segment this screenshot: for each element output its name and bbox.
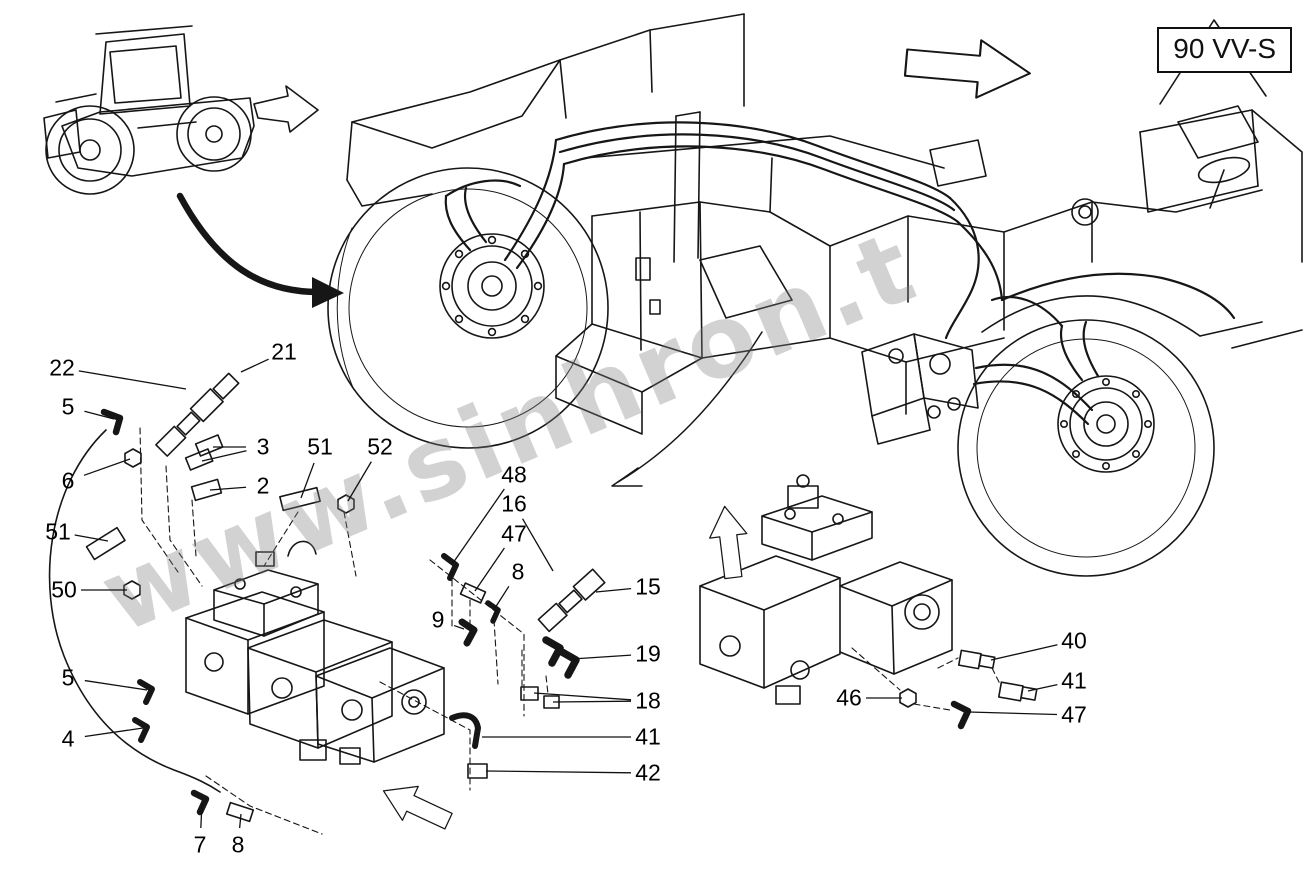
leader-line: [1027, 683, 1058, 692]
thumbnail-machine: [43, 25, 255, 195]
callout-4: 4: [61, 725, 75, 752]
leader-line: [201, 450, 247, 462]
thumbnail-direction-arrow: [253, 85, 319, 133]
callout-5: 5: [61, 664, 75, 691]
leader-line: [474, 547, 505, 592]
leader-line: [240, 358, 269, 373]
callout-51: 51: [307, 433, 333, 460]
callout-15: 15: [635, 573, 661, 600]
callout-42: 42: [635, 759, 661, 786]
leader-line: [552, 700, 632, 703]
leader-line: [595, 587, 632, 593]
callout-16: 16: [501, 490, 527, 517]
leader-line: [84, 410, 115, 420]
pointer-arrow: [176, 192, 344, 308]
right-pump-assembly: [699, 474, 953, 705]
leader-line: [347, 461, 372, 502]
model-label: 90 VV-S: [1173, 33, 1276, 64]
chassis-frame: [346, 13, 1303, 435]
rear-drum: [957, 319, 1215, 577]
leader-line: [200, 802, 203, 829]
leader-line: [84, 727, 144, 738]
dashed-assembly-lines: [139, 427, 1001, 835]
leader-line: [494, 585, 510, 609]
callout-47: 47: [1061, 701, 1087, 728]
callout-2: 2: [256, 472, 270, 499]
leader-line: [74, 534, 109, 542]
callout-8: 8: [511, 558, 525, 585]
front-drum: [327, 167, 609, 449]
callout-41: 41: [1061, 667, 1087, 694]
leader-line: [521, 518, 554, 572]
left-pump-assembly: [185, 540, 445, 765]
callout-21: 21: [271, 338, 297, 365]
hydraulic-hoses: [444, 121, 1236, 487]
direction-arrow-mid: [709, 505, 748, 580]
callout-40: 40: [1061, 627, 1087, 654]
callout-48: 48: [501, 461, 527, 488]
leader-line: [238, 813, 242, 829]
fittings: [85, 372, 1038, 823]
direction-arrow-bottom: [382, 785, 453, 830]
leader-line: [78, 370, 187, 390]
callout-3: 3: [256, 433, 270, 460]
leader-line: [968, 711, 1058, 716]
hose-loop: [48, 429, 221, 793]
callout-46: 46: [836, 684, 862, 711]
model-label-box: 90 VV-S: [1157, 27, 1292, 73]
leader-line: [571, 654, 632, 660]
callout-6: 6: [61, 467, 75, 494]
callout-5: 5: [61, 393, 75, 420]
leader-line: [83, 458, 131, 476]
callout-19: 19: [635, 640, 661, 667]
leader-line: [209, 486, 247, 491]
callout-8: 8: [231, 831, 245, 858]
direction-arrows: [382, 39, 1031, 830]
callout-7: 7: [193, 831, 207, 858]
callout-9: 9: [431, 606, 445, 633]
callout-18: 18: [635, 687, 661, 714]
callout-47: 47: [501, 520, 527, 547]
callout-22: 22: [49, 354, 75, 381]
leader-line: [452, 488, 505, 564]
callout-52: 52: [367, 433, 393, 460]
leader-line: [990, 644, 1058, 661]
center-pump-assembly: [861, 333, 979, 445]
callout-50: 50: [51, 576, 77, 603]
leader-line: [300, 462, 315, 499]
direction-arrow-top-right: [903, 39, 1031, 99]
leader-line: [533, 692, 632, 701]
leader-line: [84, 679, 148, 691]
leader-line: [453, 624, 465, 630]
callout-41: 41: [635, 723, 661, 750]
leader-line: [485, 770, 632, 774]
callout-51: 51: [45, 518, 71, 545]
